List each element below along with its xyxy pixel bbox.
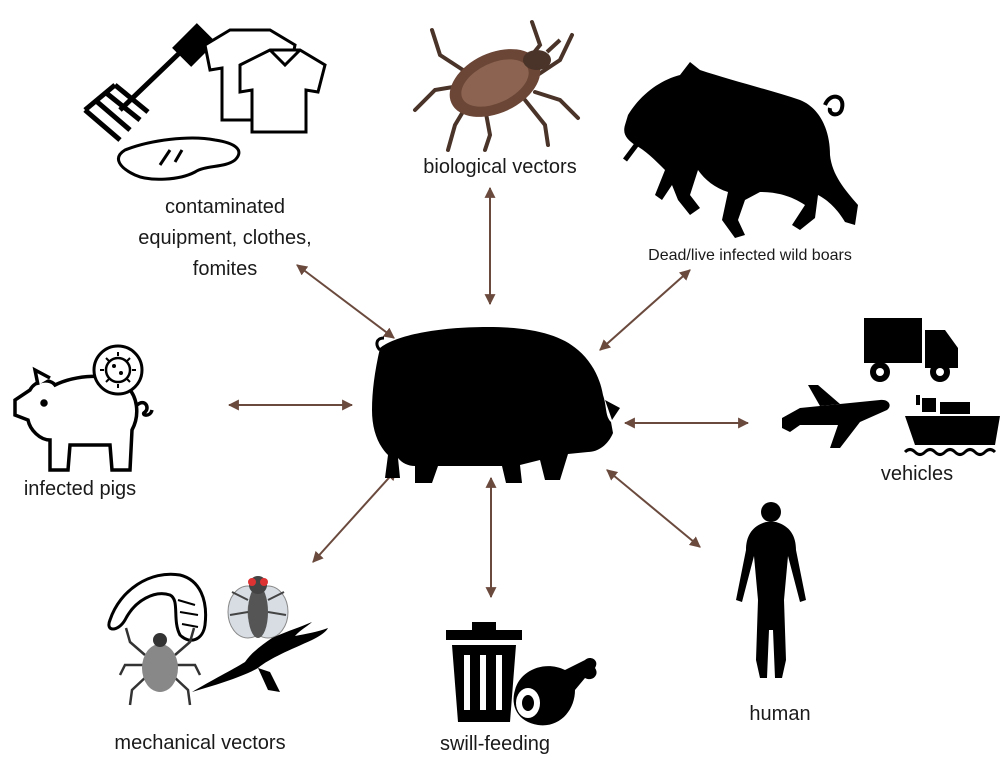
truck-icon	[864, 318, 958, 382]
tick-icon	[415, 22, 578, 150]
label-wild-boars: Dead/live infected wild boars	[620, 246, 880, 266]
ship-icon	[905, 395, 1000, 455]
label-human: human	[725, 699, 835, 730]
arrow-human	[607, 470, 700, 547]
label-contaminated-line2: equipment, clothes,	[110, 223, 340, 254]
puddle-icon	[118, 138, 238, 179]
label-swill-feeding: swill-feeding	[430, 729, 560, 760]
arrow-wild-boars	[600, 270, 690, 350]
label-vehicles: vehicles	[862, 459, 972, 490]
airplane-icon	[782, 385, 890, 448]
human-silhouette-icon	[736, 502, 806, 678]
shirt-icon	[205, 30, 325, 132]
label-contaminated-line1: contaminated	[145, 192, 305, 223]
label-mechanical-vectors: mechanical vectors	[90, 728, 310, 759]
trash-bin-icon	[446, 622, 522, 722]
label-infected-pigs: infected pigs	[5, 474, 155, 505]
label-contaminated-line3: fomites	[165, 254, 285, 285]
virus-icon	[94, 346, 142, 394]
pig-silhouette-icon	[372, 327, 620, 483]
ham-icon	[514, 658, 597, 725]
label-biological-vectors: biological vectors	[400, 152, 600, 183]
fly-icon	[228, 576, 288, 638]
pitchfork-icon	[85, 27, 212, 140]
arrow-contaminated-equipment	[297, 265, 394, 338]
arrow-mechanical-vectors	[313, 470, 396, 562]
wild-boar-icon	[624, 62, 858, 238]
worm-icon	[109, 574, 206, 640]
